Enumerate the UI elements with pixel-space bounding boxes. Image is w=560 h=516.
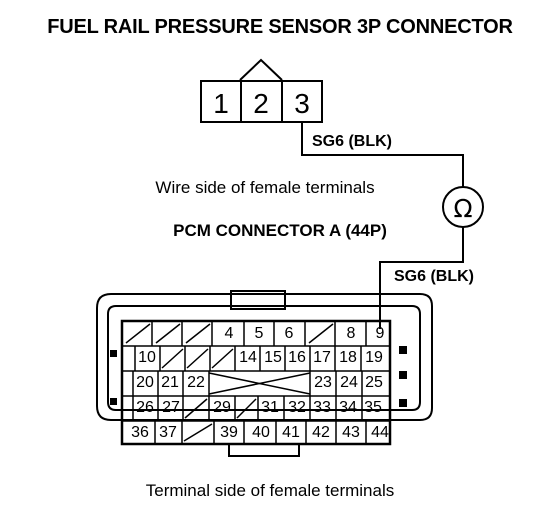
pcm-terminal-34: 34	[339, 399, 357, 416]
sensor-pin-1: 1	[213, 88, 229, 119]
pcm-terminal-29: 29	[213, 399, 231, 416]
sensor-pin-2: 2	[253, 88, 269, 119]
sensor-connector	[200, 58, 323, 123]
pcm-lock-tab	[230, 290, 286, 310]
pcm-terminal-20: 20	[136, 374, 154, 391]
pcm-terminal-26: 26	[136, 399, 154, 416]
empty-cavity-mark	[185, 323, 211, 344]
pcm-latch-marks	[110, 346, 407, 407]
pcm-terminal-36: 36	[131, 424, 149, 441]
pcm-terminal-23: 23	[314, 374, 332, 391]
pcm-terminal-42: 42	[312, 424, 330, 441]
pcm-terminal-21: 21	[161, 374, 179, 391]
pcm-terminal-grid	[120, 319, 392, 446]
pcm-terminal-24: 24	[340, 374, 358, 391]
pcm-terminal-17: 17	[313, 349, 331, 366]
pcm-connector-housing	[96, 290, 433, 457]
pcm-connector-heading: PCM CONNECTOR A (44P)	[173, 221, 387, 240]
pcm-terminal-19: 19	[365, 349, 383, 366]
pcm-terminal-44: 44	[371, 424, 389, 441]
empty-cavity-mark	[155, 323, 181, 344]
pcm-terminal-25: 25	[365, 374, 383, 391]
empty-cavity-mark	[308, 323, 334, 344]
pcm-terminal-9: 9	[376, 325, 385, 342]
pcm-terminal-cells	[122, 321, 390, 444]
empty-cavity-mark	[208, 372, 311, 395]
sensor-pin-3: 3	[294, 88, 310, 119]
pcm-terminal-39: 39	[220, 424, 238, 441]
pcm-terminal-14: 14	[239, 349, 257, 366]
pcm-terminal-37: 37	[159, 424, 177, 441]
empty-cavity-mark	[183, 423, 213, 442]
pcm-terminal-31: 31	[261, 399, 279, 416]
pcm-terminal-22: 22	[187, 374, 205, 391]
test-wire	[301, 122, 484, 329]
diagram-title: FUEL RAIL PRESSURE SENSOR 3P CONNECTOR	[47, 16, 513, 38]
empty-cavity-mark	[161, 348, 184, 369]
empty-cavity-mark	[186, 348, 209, 369]
ohmmeter-icon: Ω	[453, 194, 472, 223]
empty-cavity-mark	[125, 323, 151, 344]
pcm-terminal-43: 43	[342, 424, 360, 441]
pcm-terminal-41: 41	[282, 424, 300, 441]
pcm-terminal-33: 33	[313, 399, 331, 416]
sensor-lock-tab	[239, 58, 283, 81]
pcm-terminal-labels: 4 5 6 8 9 10 14 15 16 17 18 19 20 21 22 …	[131, 325, 389, 441]
pcm-terminal-4: 4	[225, 325, 234, 342]
pcm-terminal-10: 10	[138, 349, 156, 366]
pcm-terminal-32: 32	[288, 399, 306, 416]
pcm-terminal-5: 5	[255, 325, 264, 342]
wire-upper-segment	[301, 122, 464, 187]
wire-lower-segment	[379, 227, 464, 329]
pcm-terminal-15: 15	[264, 349, 282, 366]
pcm-bottom-guide	[228, 443, 300, 457]
pcm-terminal-6: 6	[285, 325, 294, 342]
wire-side-caption: Wire side of female terminals	[155, 178, 375, 197]
empty-cavity-mark	[211, 348, 234, 369]
empty-cavity-mark	[184, 398, 208, 419]
pcm-terminal-18: 18	[339, 349, 357, 366]
pcm-terminal-16: 16	[288, 349, 306, 366]
pcm-terminal-40: 40	[252, 424, 270, 441]
pcm-terminal-27: 27	[162, 399, 180, 416]
wire-label-upper: SG6 (BLK)	[312, 133, 392, 150]
pcm-terminal-35: 35	[364, 399, 382, 416]
terminal-side-caption: Terminal side of female terminals	[145, 481, 395, 500]
pcm-terminal-8: 8	[347, 325, 356, 342]
wire-label-lower: SG6 (BLK)	[394, 268, 474, 285]
empty-cavity-mark	[236, 398, 257, 419]
sensor-connector-body	[200, 80, 323, 123]
